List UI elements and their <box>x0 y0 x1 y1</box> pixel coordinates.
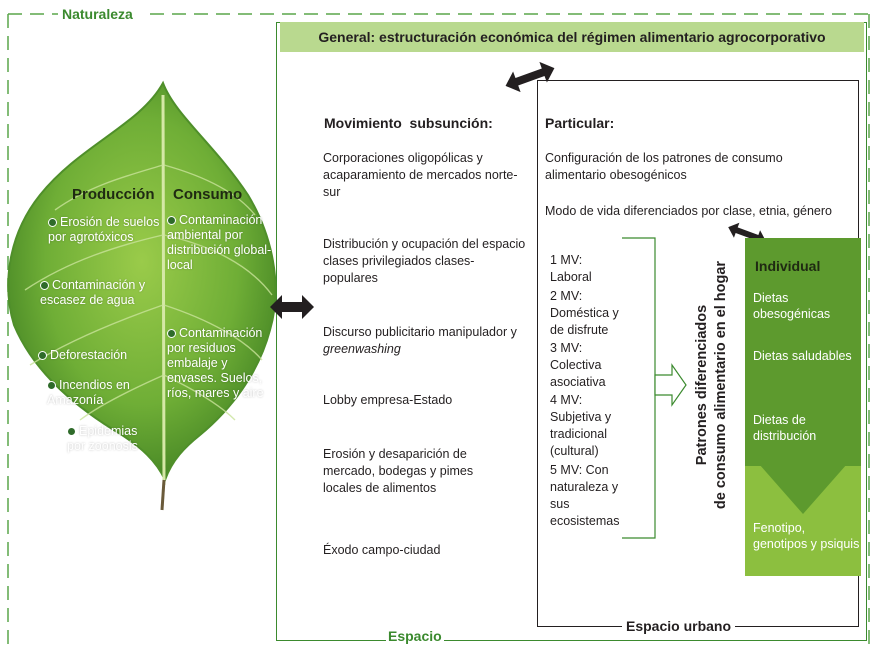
individual-item-2: Dietas saludables <box>753 349 852 363</box>
individual-item-3: Dietas de distribución <box>753 413 817 443</box>
individual-panel: Individual Dietas obesogénicas Dietas sa… <box>745 238 861 576</box>
consumo-title: Consumo <box>173 186 243 203</box>
particular-modo: Modo de vida diferenciados por clase, et… <box>545 204 832 218</box>
produccion-item-5: Epidemias por zoonosis <box>67 424 138 453</box>
movimiento-item-5: Erosión y desaparición de mercado, bodeg… <box>323 447 474 495</box>
double-arrow-icon <box>270 295 314 319</box>
movimiento-item-6: Éxodo campo-ciudad <box>323 543 441 557</box>
patrones-vertical-label: Patrones diferenciados de consumo alimen… <box>694 260 729 510</box>
produccion-item-1: Erosión de suelos por agrotóxicos <box>48 215 160 244</box>
general-header: General: estructuración económica del ré… <box>280 22 864 52</box>
mv-item-2: 2 MV: Doméstica y de disfrute <box>550 289 619 337</box>
espacio-label: Espacio <box>386 628 444 644</box>
bullet-icon <box>167 216 176 226</box>
produccion-item-2: Contaminación y escasez de agua <box>40 278 146 307</box>
consumo-item-2: Contaminación por residuos embalaje y en… <box>167 326 264 400</box>
leaf-image <box>7 80 277 511</box>
movimiento-item-2: Distribución y ocupación del espacio cla… <box>323 237 526 285</box>
naturaleza-label: Naturaleza <box>62 6 133 22</box>
individual-title: Individual <box>755 258 821 274</box>
movimiento-title: Movimiento subsunción: <box>324 115 493 131</box>
bullet-icon <box>38 351 47 361</box>
particular-config: Configuración de los patrones de consumo… <box>545 151 783 182</box>
movimiento-item-4: Lobby empresa-Estado <box>323 393 453 407</box>
bullet-icon <box>167 329 176 339</box>
individual-footer: Fenotipo, genotipos y psiquis <box>753 521 860 551</box>
bullet-icon <box>40 281 49 291</box>
bracket-arrow <box>622 237 687 539</box>
mv-item-5: 5 MV: Con naturaleza y sus ecosistemas <box>550 463 620 528</box>
individual-dark-section <box>745 238 861 466</box>
produccion-item-3: Deforestación <box>38 348 153 363</box>
individual-item-1: Dietas obesogénicas <box>753 291 831 321</box>
bullet-icon <box>47 381 56 391</box>
produccion-item-4: Incendios en Amazonía <box>47 378 130 407</box>
double-arrow-icon <box>505 61 555 93</box>
movimiento-item-1: Corporaciones oligopólicas y acaparamien… <box>323 151 518 199</box>
mv-item-4: 4 MV: Subjetiva y tradicional (cultural) <box>550 393 612 458</box>
espacio-urbano-label: Espacio urbano <box>622 618 736 634</box>
consumo-item-1: Contaminación ambiental por distribución… <box>167 213 272 272</box>
bullet-icon <box>48 218 57 228</box>
bullet-icon <box>67 427 76 437</box>
mv-item-3: 3 MV: Colectiva asociativa <box>550 341 606 389</box>
mv-item-1: 1 MV: Laboral <box>550 253 592 284</box>
movimiento-item-3: Discurso publicitario manipulador y gree… <box>323 325 517 356</box>
general-title: General: estructuración económica del ré… <box>318 29 826 45</box>
produccion-title: Producción <box>72 186 155 203</box>
particular-title: Particular: <box>545 115 615 131</box>
down-arrow-icon <box>759 464 847 514</box>
